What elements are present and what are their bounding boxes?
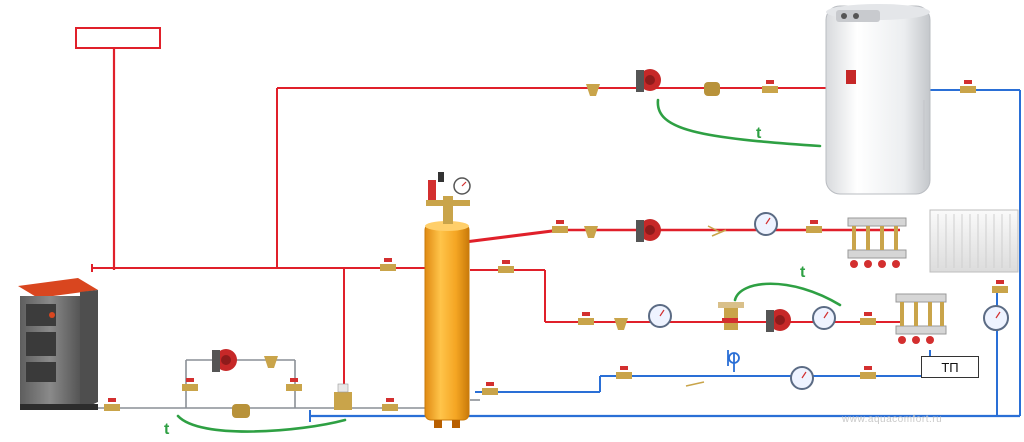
temp-sensor-label: t <box>164 421 170 438</box>
sensor-wires <box>176 98 842 433</box>
neutral-pipes <box>70 359 480 409</box>
manifold-icon <box>895 293 947 344</box>
mixing-valve-icon <box>718 302 744 330</box>
thermometer-icon <box>754 212 778 236</box>
solid-fuel-boiler-icon <box>18 278 98 410</box>
circulation-pump-icon <box>636 219 661 242</box>
underfloor-heating-box: ТП <box>921 356 979 378</box>
mixing-valve-icon <box>334 383 352 410</box>
sensor-labels: t t t <box>164 125 806 438</box>
buffer-tank-icon <box>424 221 470 428</box>
thermometer-icon <box>812 306 836 330</box>
check-valve-icon <box>232 82 720 418</box>
radiator-icon <box>929 209 1019 273</box>
balancing-valve-icon <box>727 350 740 372</box>
indirect-water-heater-icon <box>825 4 931 195</box>
supply-pipes <box>91 48 900 404</box>
thermometer-icon <box>790 366 814 390</box>
circulation-pump-icon <box>212 349 237 372</box>
strainer-icon <box>264 84 628 368</box>
expansion-tank-icon <box>75 27 161 49</box>
circulation-pump-icon <box>766 309 791 332</box>
temp-sensor-label: t <box>800 264 806 281</box>
safety-group-icon <box>426 172 471 224</box>
temp-sensor-label: t <box>756 125 762 142</box>
watermark: www.aquacomfort.ru <box>842 414 943 425</box>
ball-valve-icon <box>104 80 1008 411</box>
manifold-icon <box>847 217 907 268</box>
flow-arrow-icon <box>685 225 727 387</box>
thermometer-icon <box>648 304 672 328</box>
pressure-gauge-icon <box>983 305 1009 331</box>
tp-label: ТП <box>941 360 959 375</box>
circulation-pump-icon <box>636 69 661 92</box>
